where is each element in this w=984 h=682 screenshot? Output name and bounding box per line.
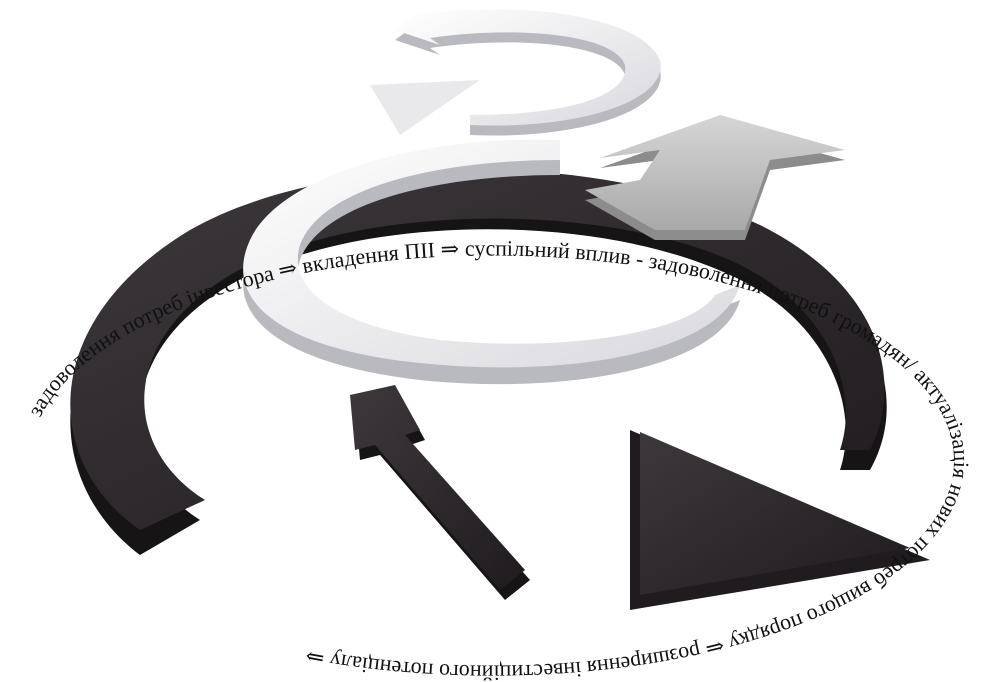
gray-up-arrow (585, 115, 845, 240)
cycle-text: задоволення потреб інвестора ⇒ вкладення… (22, 235, 974, 682)
cycle-text-path: задоволення потреб інвестора ⇒ вкладення… (22, 235, 974, 682)
small-light-ring-arrow (370, 9, 661, 136)
dark-ring-arrowhead-top (640, 432, 910, 595)
dark-ring-arrow (70, 169, 930, 610)
dark-ring-top (70, 169, 885, 531)
dark-up-arrow (350, 385, 530, 600)
